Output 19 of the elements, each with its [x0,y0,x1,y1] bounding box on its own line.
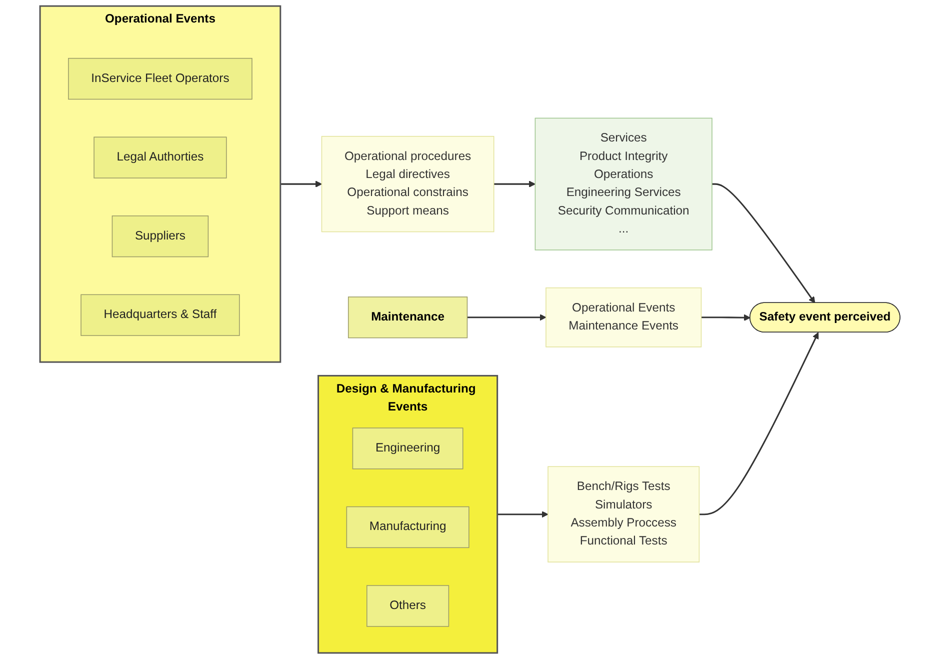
node-box: Suppliers [112,216,209,258]
node-box: Legal Authorties [94,136,227,178]
node-box: Operational Events Maintenance Events [546,287,702,348]
node-box: Maintenance [348,296,468,338]
node-box: InService Fleet Operators [68,58,252,100]
node-box: Operational procedures Legal directives Operational constrains Support means [321,136,494,232]
node-box: Bench/Rigs Tests Simulators Assembly Proccess Functional Tests [548,466,700,562]
arrow [497,511,548,518]
node-box: Manufacturing [346,506,470,548]
node-box: Headquarters & Staff [80,294,240,336]
arrow [280,180,322,188]
node-box: Others [366,585,450,627]
node-box: Services Product Integrity Operations Engineering Services Security Communication ... [534,118,712,250]
node-box: Engineering [352,428,464,470]
arrow [699,332,819,516]
arrow [712,183,816,304]
arrow [494,180,536,188]
arrow [467,314,546,321]
arrow [701,314,751,321]
